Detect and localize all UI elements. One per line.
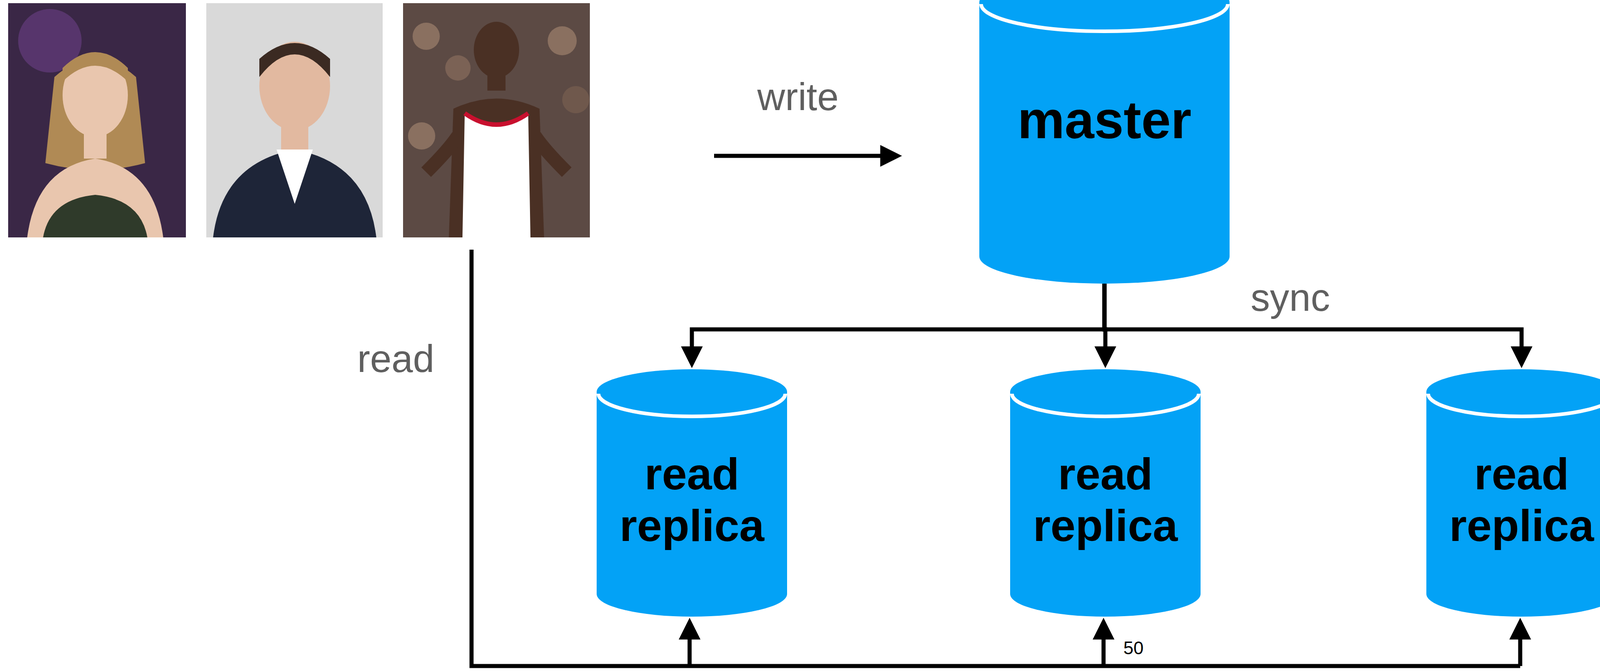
person-photo: [403, 3, 590, 238]
database-cylinder: master: [979, 0, 1230, 284]
cylinder-rim: [1428, 393, 1600, 417]
node-title: read replica: [607, 448, 776, 552]
cylinder-body: [596, 392, 788, 618]
node-title: master: [1017, 89, 1192, 151]
sync-connector: [691, 283, 1105, 361]
cylinder-body: [1010, 392, 1201, 618]
cylinder-body: [1426, 392, 1600, 618]
callout-number: 50: [1123, 638, 1144, 659]
read-arrow: [1518, 626, 1523, 667]
database-cylinder: read replica: [596, 369, 788, 618]
read-arrow: [687, 626, 692, 667]
person-photo: [206, 3, 383, 238]
database-cylinder: read replica: [1426, 369, 1600, 618]
action-label: read: [357, 337, 435, 381]
database-cylinder: read replica: [1010, 369, 1201, 618]
cylinder-rim: [1011, 393, 1199, 417]
cylinder-rim: [981, 4, 1228, 32]
action-label: write: [757, 75, 839, 119]
action-label: sync: [1250, 276, 1331, 320]
cylinder-rim: [598, 393, 786, 417]
write-arrow: [714, 154, 895, 159]
cylinder-body: [979, 2, 1230, 284]
read-arrow: [1101, 626, 1106, 667]
node-title: read replica: [1437, 448, 1600, 552]
read-wire: [471, 249, 1521, 667]
person-photo: [8, 3, 186, 238]
node-title: read replica: [1021, 448, 1190, 552]
